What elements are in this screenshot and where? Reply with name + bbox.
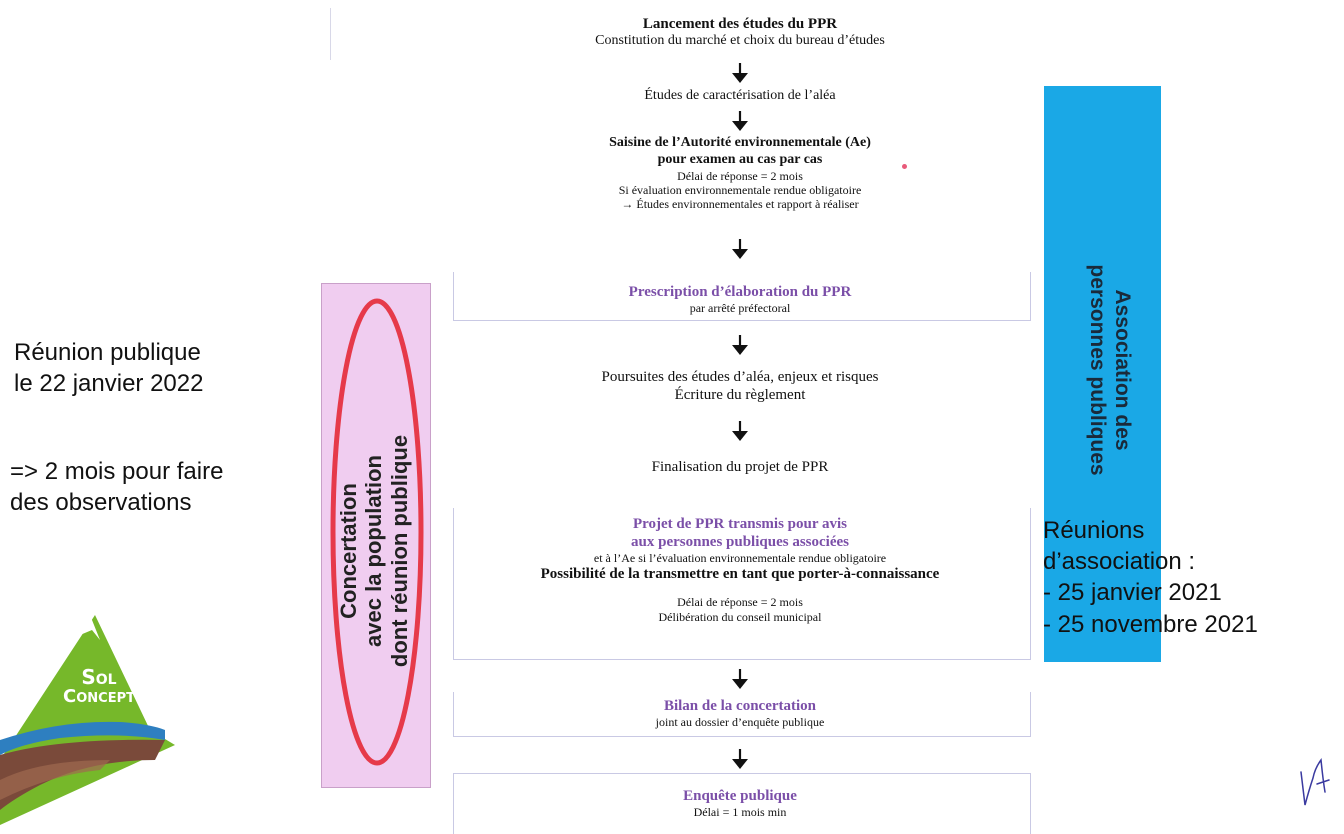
down-arrow-icon — [732, 669, 748, 689]
step-poursuites-line-2: Écriture du règlement — [674, 387, 806, 403]
step-etudes-alea-text: Études de caractérisation de l’aléa — [644, 88, 836, 103]
concertation-line-2: avec la population — [361, 455, 387, 647]
association-meetings-note: Réunions d’association : - 25 janvier 20… — [1043, 515, 1258, 640]
assoc-note-line-2: d’association : — [1043, 548, 1196, 576]
logo-text: Sol Concept — [44, 667, 154, 707]
logo-line-1: Sol — [81, 665, 117, 689]
meeting-note: Réunion publique le 22 janvier 2022 — [14, 337, 203, 399]
step-projet-title-1: Projet de PPR transmis pour avis — [632, 516, 847, 532]
step-projet-line-3: Délibération du conseil municipal — [658, 609, 822, 624]
down-arrow-icon — [732, 421, 748, 441]
down-arrow-icon — [732, 63, 748, 83]
step-lancement-sub: Constitution du marché et choix du burea… — [595, 33, 885, 48]
step-enquete-title: Enquête publique — [683, 788, 797, 804]
association-line-2: personnes publiques — [1085, 264, 1109, 476]
down-arrow-icon — [732, 335, 748, 355]
top-divider — [330, 8, 331, 60]
handwritten-initials — [1300, 758, 1330, 806]
step-finalisation: Finalisation du projet de PPR — [450, 458, 1030, 476]
bilan-box — [453, 692, 1031, 737]
step-projet: Projet de PPR transmis pour avis aux per… — [450, 515, 1030, 624]
association-label: Association des personnes publiques — [1075, 240, 1135, 500]
concertation-line-1: Concertation — [336, 483, 361, 619]
association-line-1: Association des — [1111, 289, 1134, 451]
assoc-note-line-1: Réunions — [1043, 517, 1145, 544]
association-panel — [1044, 86, 1161, 662]
assoc-note-line-3: - 25 janvier 2021 — [1043, 579, 1222, 607]
meeting-note-line-1: Réunion publique — [14, 339, 201, 366]
logo-line-2: Concept — [63, 686, 135, 707]
step-bilan-sub: joint au dossier d’enquête publique — [655, 715, 825, 729]
down-arrow-icon — [732, 239, 748, 259]
observations-note-line-2: des observations — [10, 489, 192, 517]
red-ellipse — [330, 298, 424, 766]
step-etudes-alea: Études de caractérisation de l’aléa — [450, 88, 1030, 105]
step-saisine-line-3: → Études environnementales et rapport à … — [621, 197, 859, 212]
step-saisine-title-1: Saisine de l’Autorité environnementale (… — [609, 135, 871, 150]
red-dot — [902, 164, 907, 169]
down-arrow-icon — [732, 111, 748, 131]
step-prescription-sub: par arrêté préfectoral — [689, 301, 791, 315]
step-prescription: Prescription d’élaboration du PPR par ar… — [450, 283, 1030, 315]
step-saisine-line-1: Délai de réponse = 2 mois — [677, 168, 803, 183]
step-prescription-title: Prescription d’élaboration du PPR — [628, 284, 852, 300]
concertation-line-3: dont réunion publique — [386, 434, 412, 668]
step-bilan-title: Bilan de la concertation — [663, 698, 817, 714]
step-projet-title-2: aux personnes publiques associées — [631, 534, 849, 550]
sol-concept-logo — [0, 615, 175, 825]
step-projet-bold: Possibilité de la transmettre en tant qu… — [540, 566, 940, 583]
step-enquete-sub: Délai = 1 mois min — [693, 805, 787, 819]
step-saisine-title-2: pour examen au cas par cas — [657, 151, 823, 167]
step-finalisation-text: Finalisation du projet de PPR — [651, 459, 829, 475]
step-enquete: Enquête publique Délai = 1 mois min — [450, 787, 1030, 819]
enquete-box — [453, 773, 1031, 834]
down-arrow-icon — [732, 749, 748, 769]
meeting-note-line-2: le 22 janvier 2022 — [14, 370, 204, 398]
prescription-box — [453, 272, 1031, 321]
concertation-panel — [321, 283, 431, 788]
step-saisine-line-2: Si évaluation environnementale rendue ob… — [618, 182, 862, 197]
step-saisine: Saisine de l’Autorité environnementale (… — [450, 135, 1030, 212]
observations-note-line-1: => 2 mois pour faire — [10, 458, 224, 485]
assoc-note-line-4: - 25 novembre 2021 — [1043, 610, 1258, 638]
step-lancement: Lancement des études du PPR Constitution… — [450, 15, 1030, 50]
step-projet-line-2: Délai de réponse = 2 mois — [677, 595, 803, 610]
observations-note: => 2 mois pour faire des observations — [10, 456, 223, 518]
step-poursuites: Poursuites des études d’aléa, enjeux et … — [450, 368, 1030, 404]
step-bilan: Bilan de la concertation joint au dossie… — [450, 697, 1030, 729]
projet-box — [453, 508, 1031, 660]
step-lancement-title: Lancement des études du PPR — [642, 16, 838, 32]
step-projet-line-1: et à l’Ae si l’évaluation environnementa… — [593, 551, 887, 565]
step-poursuites-line-1: Poursuites des études d’aléa, enjeux et … — [601, 369, 879, 385]
concertation-label: Concertation avec la population dont réu… — [336, 371, 416, 731]
